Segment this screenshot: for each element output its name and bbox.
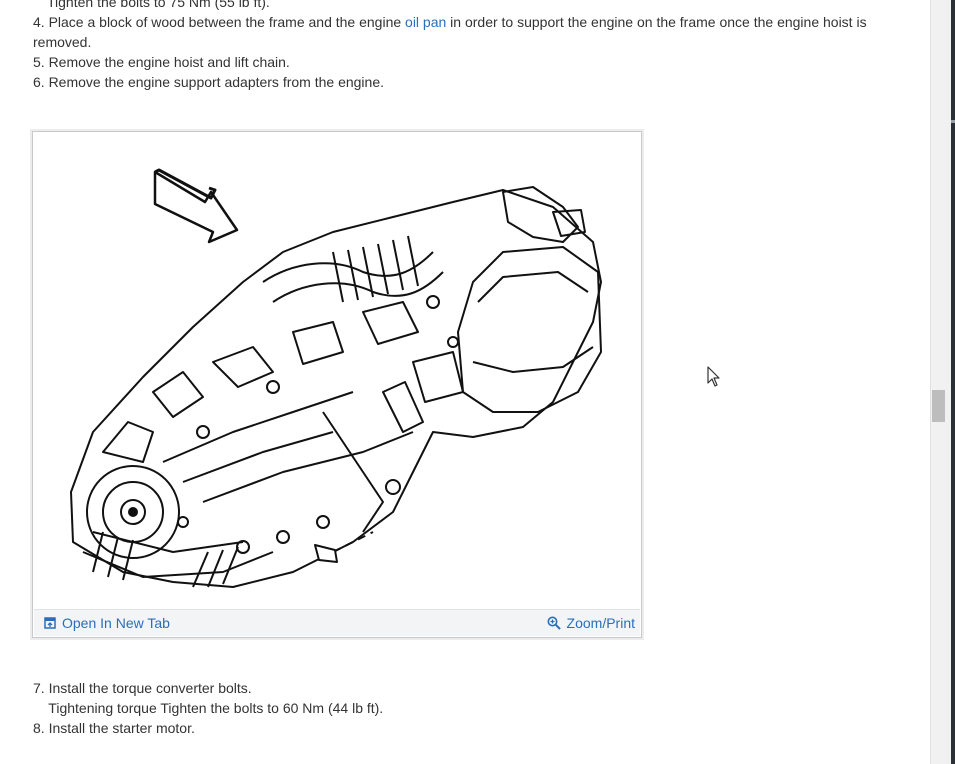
page-scrollbar-track[interactable] (930, 0, 955, 764)
figure-toolbar: Open In New Tab Zoom/Print (34, 609, 640, 636)
window-edge (951, 0, 955, 764)
step-7-detail: Tightening torque Tighten the bolts to 6… (33, 700, 384, 716)
open-new-tab-icon (44, 617, 56, 629)
step-4: 4. Place a block of wood between the fra… (33, 14, 867, 30)
oil-pan-link[interactable]: oil pan (405, 14, 447, 30)
engine-transmission-drawing[interactable] (33, 132, 641, 610)
mouse-cursor-icon (707, 366, 720, 387)
step-8: 8. Install the starter motor. (33, 720, 195, 736)
step-4-wrap: removed. (33, 34, 92, 50)
window-edge-mark (951, 120, 955, 123)
page-scrollbar-thumb[interactable] (932, 390, 945, 422)
step-6: 6. Remove the engine support adapters fr… (33, 74, 384, 90)
engine-illustration-figure: Open In New Tab Zoom/Print (32, 131, 642, 638)
open-in-new-tab-label: Open In New Tab (62, 615, 170, 631)
article-content: Tighten the bolts to 75 Nm (55 lb ft). 4… (32, 0, 867, 736)
magnifier-icon (547, 616, 561, 630)
zoom-print-label: Zoom/Print (566, 615, 635, 631)
step-5: 5. Remove the engine hoist and lift chai… (33, 54, 290, 70)
step3-detail-partial: Tighten the bolts to 75 Nm (55 lb ft). (47, 0, 270, 10)
open-in-new-tab-button[interactable]: Open In New Tab (44, 615, 170, 631)
zoom-print-button[interactable]: Zoom/Print (547, 615, 635, 631)
step-7: 7. Install the torque converter bolts. (33, 680, 252, 696)
